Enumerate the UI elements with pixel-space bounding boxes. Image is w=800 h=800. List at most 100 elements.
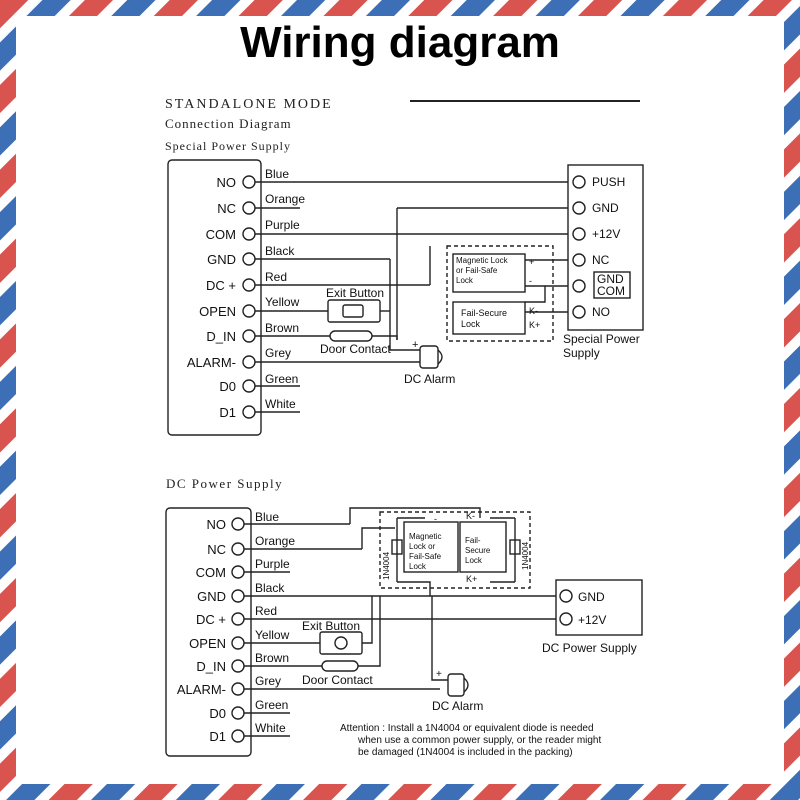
terminal-label: OPEN [199,304,236,319]
svg-text:NC: NC [592,253,610,267]
dc-heading: DC Power Supply [166,476,283,491]
dc-supply-label: DC Power Supply [542,641,637,655]
svg-text:NO: NO [207,517,227,532]
svg-text:NC: NC [207,542,226,557]
wire-label: Brown [265,321,299,335]
standalone-terminal-labels: NO NC COM GND DC + OPEN D_IN ALARM- D0 D… [187,175,236,420]
dc-alarm-label: DC Alarm [432,699,483,713]
dc-alarm-feed [431,596,448,681]
dc-magnetic-lock-label: Magnetic Lock or Fail-Safe Lock [409,532,442,571]
lock-minus: - [529,276,532,286]
svg-text:Attention : Install a 1N4004 o: Attention : Install a 1N4004 or equivale… [340,723,594,734]
dc-alarm-label: DC Alarm [404,372,455,386]
standalone-wire-labels: Blue Orange Purple Black Red Yellow Brow… [265,167,305,411]
svg-text:GND: GND [592,201,619,215]
diode-label-right: 1N4004 [521,541,530,570]
svg-text:Red: Red [255,604,277,618]
svg-text:Supply: Supply [563,346,600,360]
exit-button-dc [319,631,363,655]
fail-secure-box-dc [459,521,507,573]
standalone-subheading: Connection Diagram [165,116,292,131]
alarm-plus: + [412,339,418,351]
standalone-terminal-screws [242,175,256,419]
diode-left [391,539,403,555]
svg-text:Green: Green [255,698,288,712]
svg-text:Lock: Lock [461,319,481,329]
wire-label: Orange [265,192,305,206]
door-contact-standalone [329,330,373,342]
svg-text:Yellow: Yellow [255,628,290,642]
wire-label: White [265,397,296,411]
svg-text:Lock or: Lock or [409,542,436,551]
svg-text:White: White [255,721,286,735]
svg-text:OPEN: OPEN [189,636,226,651]
diode-right [509,539,521,555]
svg-text:D1: D1 [209,729,226,744]
svg-text:Black: Black [255,581,285,595]
svg-text:GND: GND [197,589,226,604]
svg-text:be damaged (1N4004 is included: be damaged (1N4004 is included in the pa… [358,747,573,758]
svg-text:Fail-: Fail- [465,536,481,545]
svg-text:Lock: Lock [465,556,483,565]
lock-enclosure-standalone [446,245,554,342]
svg-text:GND: GND [578,590,605,604]
svg-text:K+: K+ [466,574,477,584]
svg-text:or Fail-Safe: or Fail-Safe [456,266,498,275]
magnetic-lock-label: Magnetic Lock or Fail-Safe Lock [456,256,509,285]
lock-enclosure-dc [379,511,531,589]
terminal-label: COM [206,227,236,242]
svg-text:NO: NO [592,305,610,319]
magnetic-lock-box-standalone [452,253,526,293]
svg-text:D0: D0 [209,706,226,721]
svg-text:Blue: Blue [255,510,279,524]
supply-terminal-labels: PUSH GND +12V NC GND COM NO [592,175,625,319]
standalone-supply-heading: Special Power Supply [165,139,291,153]
magnetic-lock-box-dc [403,521,459,573]
terminal-label: GND [207,252,236,267]
svg-text:Fail-Safe: Fail-Safe [409,552,442,561]
k-plus: K+ [529,320,540,330]
svg-text:Fail-Secure: Fail-Secure [461,308,507,318]
gnd-com-box [593,271,631,299]
svg-text:DC +: DC + [196,612,226,627]
wire-label: Blue [265,167,289,181]
svg-text:GND: GND [597,272,624,286]
svg-text:Magnetic Lock: Magnetic Lock [456,256,509,265]
dc-door-contact-label: Door Contact [302,673,373,687]
wire-label: Purple [265,218,300,232]
controller-box-standalone [167,159,262,436]
door-contact-label: Door Contact [320,342,391,356]
dc-alarm-standalone [419,345,439,369]
wire-label: Red [265,270,287,284]
svg-text:PUSH: PUSH [592,175,625,189]
terminal-label: D_IN [206,329,236,344]
svg-text:Brown: Brown [255,651,289,665]
wire-label: Grey [265,346,291,360]
svg-text:Lock: Lock [456,276,474,285]
svg-text:COM: COM [597,284,625,298]
terminal-label: DC + [206,278,236,293]
svg-text:Purple: Purple [255,557,290,571]
svg-text:+: + [436,669,442,680]
svg-text:D_IN: D_IN [196,659,226,674]
lock-plus: + [529,257,534,267]
wire-label: Green [265,372,298,386]
dc-exit-button-label: Exit Button [302,619,360,633]
exit-button-label: Exit Button [326,286,384,300]
attention-note: Attention : Install a 1N4004 or equivale… [340,723,601,758]
terminal-label: NC [217,201,236,216]
dc-terminal-screws [231,517,245,743]
terminal-label: ALARM- [187,355,236,370]
svg-text:-: - [434,514,437,524]
wire-label: Yellow [265,295,300,309]
terminal-label: NO [217,175,237,190]
dc-power-supply-box [555,579,643,636]
special-power-supply-box [567,164,644,331]
special-supply-label: Special Power [563,332,640,346]
svg-text:+12V: +12V [592,227,620,241]
exit-button-standalone [327,299,381,323]
svg-text:Secure: Secure [465,546,491,555]
